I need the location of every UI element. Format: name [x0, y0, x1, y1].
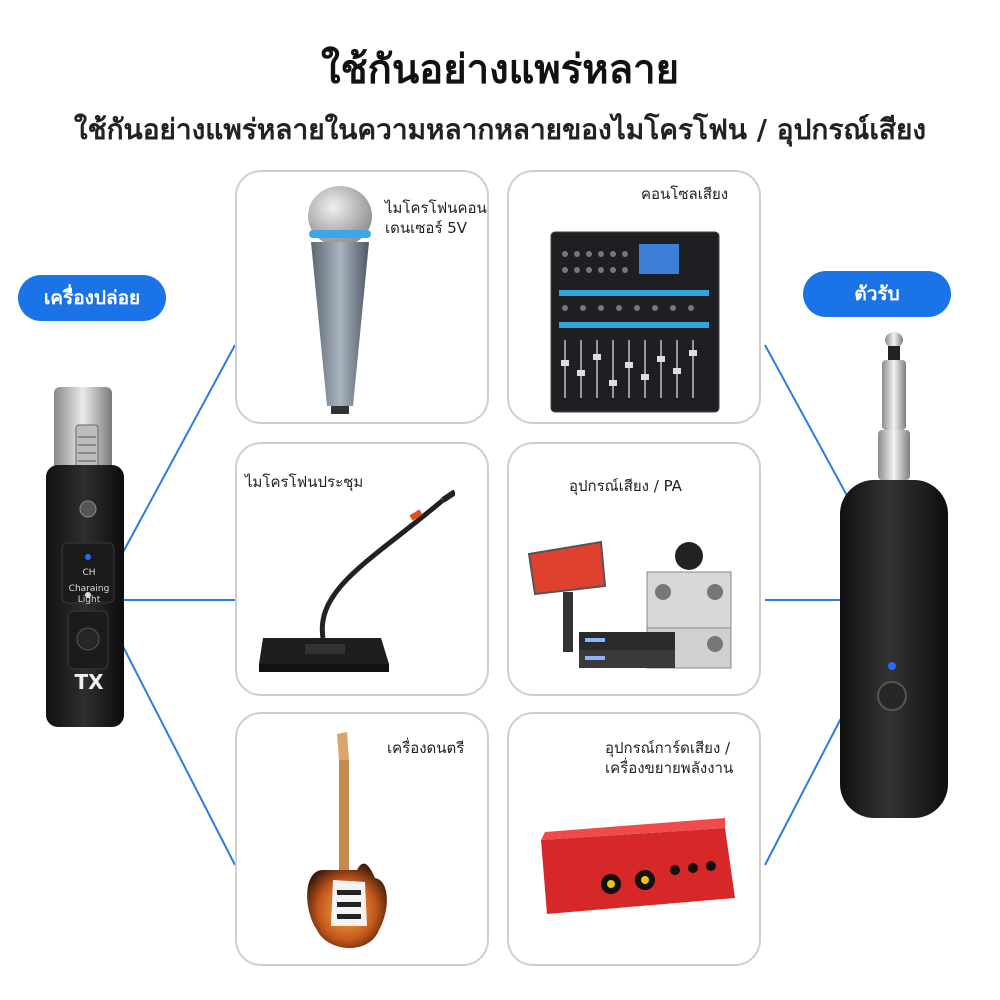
card-pa: อุปกรณ์เสียง / PA [507, 442, 761, 696]
card-instrument: เครื่องดนตรี [235, 712, 489, 966]
card-condenser-mic: ไมโครโฟนคอน เดนเซอร์ 5V [235, 170, 489, 424]
card-audio-card: อุปกรณ์การ์ดเสียง / เครื่องขยายพลังงาน [507, 712, 761, 966]
gooseneck-mic-icon [259, 489, 455, 672]
conference-mic-label: ไมโครโฟนประชุม [245, 473, 364, 491]
charging-light-label-2: Light [77, 595, 101, 605]
charging-light-label: Charaing Light [62, 584, 116, 606]
charging-light-label-1: Charaing [68, 584, 110, 594]
receiver-device [840, 332, 948, 818]
sound-card-icon [541, 818, 735, 914]
audio-card-label-1: อุปกรณ์การ์ดเสียง / [605, 739, 731, 757]
electric-guitar-icon [307, 732, 387, 949]
pa-label: อุปกรณ์เสียง / PA [569, 477, 682, 495]
receiver-pill: ตัวรับ [803, 271, 951, 317]
card-conference-mic: ไมโครโฟนประชุม [235, 442, 489, 696]
pa-equipment-icon [527, 540, 732, 669]
condenser-mic-label: ไมโครโฟนคอน เดนเซอร์ 5V [385, 198, 487, 238]
transmitter-pill: เครื่องปล่อย [18, 275, 166, 321]
page-subtitle: ใช้กันอย่างแพร่หลายในความหลากหลายของไมโค… [73, 113, 927, 146]
condenser-mic-icon [308, 186, 372, 414]
console-icon [550, 231, 720, 413]
instrument-label: เครื่องดนตรี [387, 739, 465, 757]
transmitter-device [46, 387, 124, 727]
ch-label: CH [82, 568, 96, 578]
card-console: คอนโซลเสียง [507, 170, 761, 424]
condenser-mic-label-2: เดนเซอร์ 5V [385, 219, 468, 237]
condenser-mic-label-1: ไมโครโฟนคอน [385, 199, 487, 217]
tx-label: TX [74, 670, 104, 694]
audio-card-label: อุปกรณ์การ์ดเสียง / เครื่องขยายพลังงาน [605, 738, 733, 778]
line-tx-to-instrument [111, 624, 236, 866]
audio-card-label-2: เครื่องขยายพลังงาน [605, 759, 734, 777]
console-label: คอนโซลเสียง [641, 185, 729, 203]
page-title: ใช้กันอย่างแพร่หลาย [320, 47, 680, 93]
